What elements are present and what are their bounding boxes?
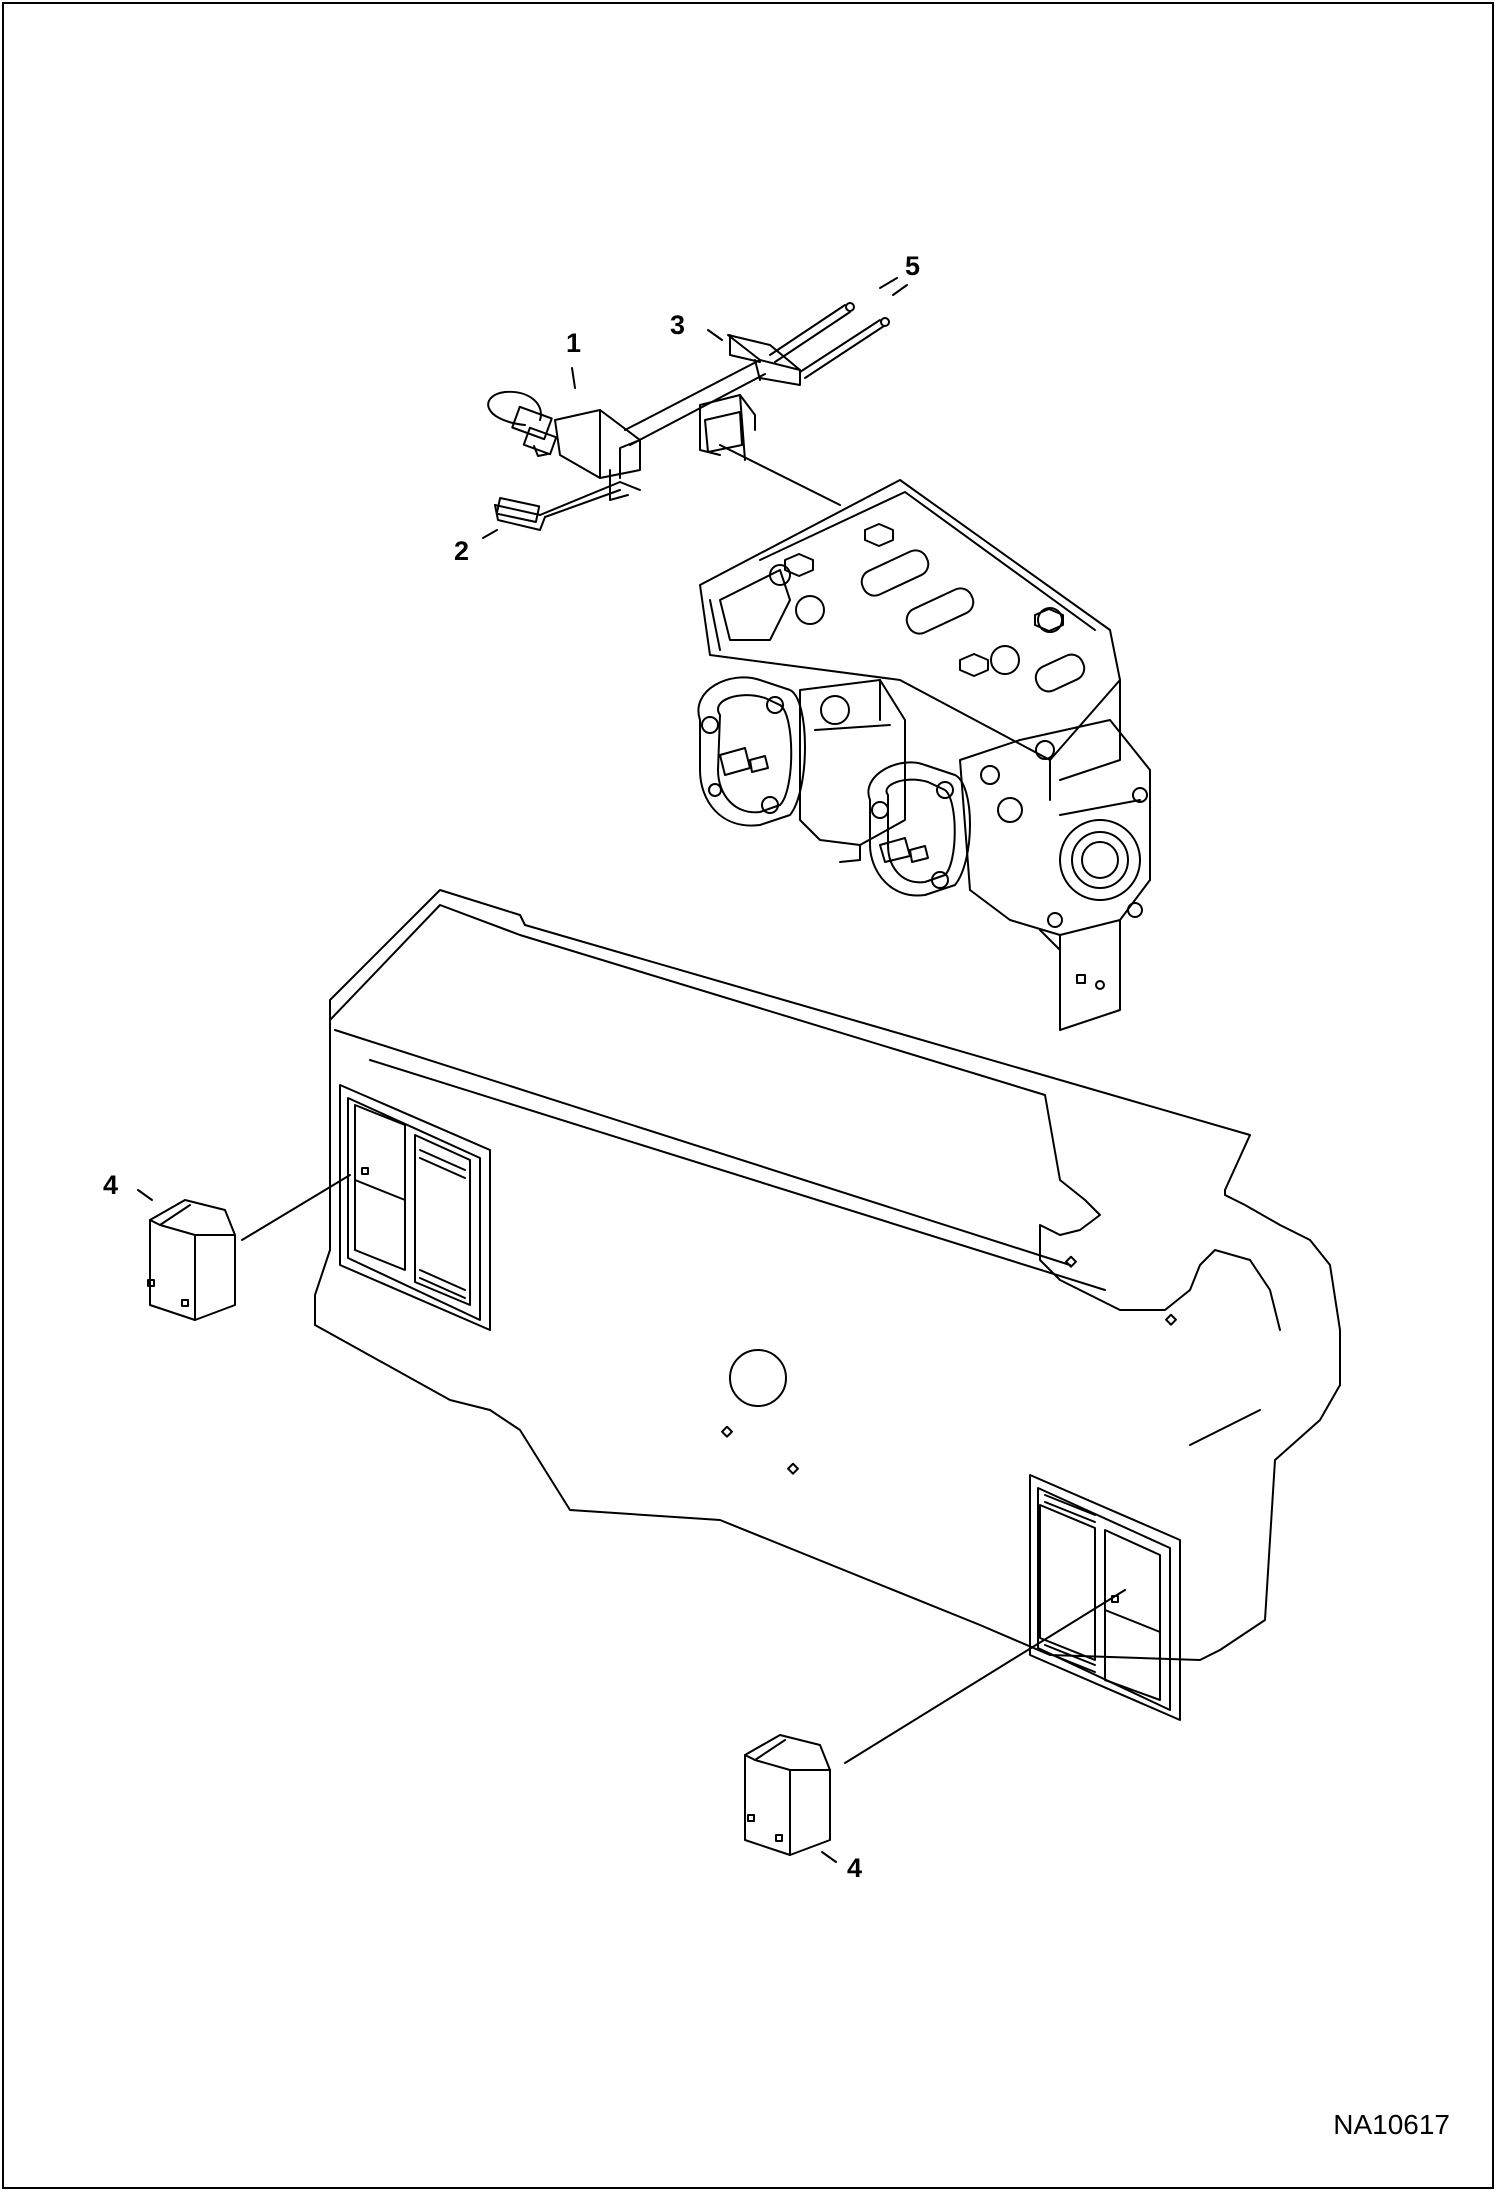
callout-4-upper: 4 [103,1170,119,1200]
bolts-part-5 [769,302,890,379]
callout-1: 1 [566,328,582,358]
callout-5: 5 [905,251,921,281]
hydraulic-pump-assembly [697,479,1151,1031]
bracket-part-3 [699,334,841,506]
drawing-number: NA10617 [1333,2109,1450,2140]
callout-2: 2 [454,536,470,566]
control-panel [314,889,1341,1721]
switch-cover-upper [147,1174,351,1321]
switch-cover-lower [744,1589,1126,1856]
callout-4-lower: 4 [847,1853,863,1883]
harness-assembly [487,359,766,531]
callout-3: 3 [670,310,686,340]
